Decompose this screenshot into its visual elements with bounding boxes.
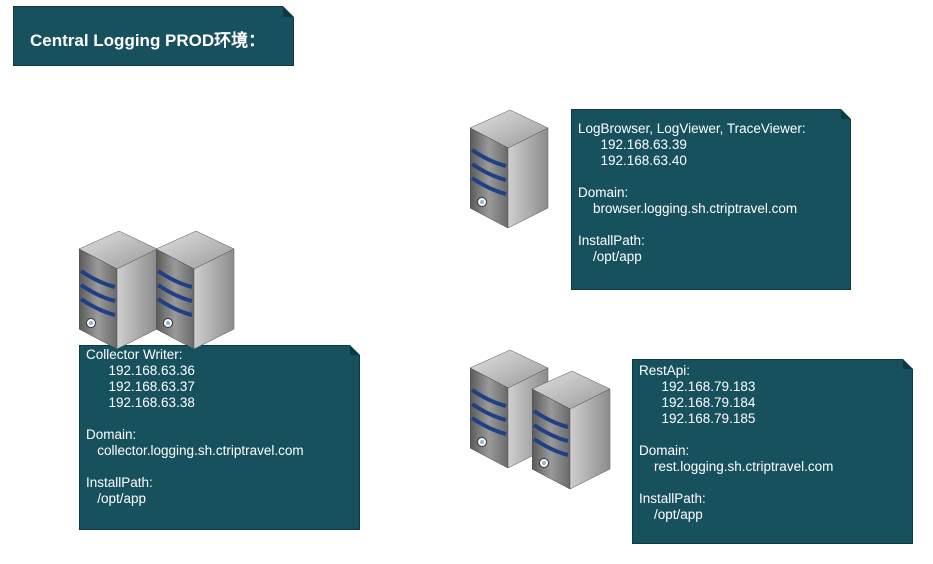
note-line: browser.logging.sh.ctriptravel.com: [578, 201, 798, 216]
note-line: InstallPath:: [578, 233, 645, 248]
server-icon: [79, 231, 159, 351]
browser-note: LogBrowser, LogViewer, TraceViewer: 192.…: [571, 109, 851, 290]
note-line: InstallPath:: [86, 475, 153, 490]
note-line: LogBrowser, LogViewer, TraceViewer:: [578, 121, 806, 136]
note-line: 192.168.63.38: [86, 395, 195, 410]
note-line: [578, 169, 850, 185]
note-line: /opt/app: [639, 507, 703, 522]
note-line: [639, 427, 912, 443]
note-line: [86, 411, 359, 427]
note-line: 192.168.63.36: [86, 363, 195, 378]
collector-note: Collector Writer: 192.168.63.36 192.168.…: [79, 345, 360, 530]
note-line: /opt/app: [578, 249, 642, 264]
note-line: 192.168.63.40: [578, 153, 687, 168]
note-line: Domain:: [86, 427, 137, 442]
note-line: 192.168.63.37: [86, 379, 195, 394]
server-icon: [532, 371, 612, 491]
note-line: 192.168.63.39: [578, 137, 687, 152]
note-line: collector.logging.sh.ctriptravel.com: [86, 443, 304, 458]
note-line: [639, 475, 912, 491]
note-line: Domain:: [639, 443, 690, 458]
note-line: 192.168.79.185: [639, 411, 756, 426]
note-line: RestApi:: [639, 363, 691, 378]
note-line: /opt/app: [86, 491, 147, 506]
note-line: 192.168.79.184: [639, 395, 756, 410]
note-line: Collector Writer:: [86, 347, 183, 362]
note-line: [86, 459, 359, 475]
note-line: [578, 217, 850, 233]
note-line: InstallPath:: [639, 491, 706, 506]
page-title: Central Logging PROD环境：: [30, 31, 266, 50]
note-line: 192.168.79.183: [639, 379, 756, 394]
server-icon: [156, 231, 236, 351]
note-line: rest.logging.sh.ctriptravel.com: [639, 459, 834, 474]
note-line: Domain:: [578, 185, 629, 200]
restapi-note: RestApi: 192.168.79.183 192.168.79.184 1…: [632, 359, 913, 544]
server-icon: [470, 110, 550, 230]
title-banner: Central Logging PROD环境：: [13, 6, 294, 66]
